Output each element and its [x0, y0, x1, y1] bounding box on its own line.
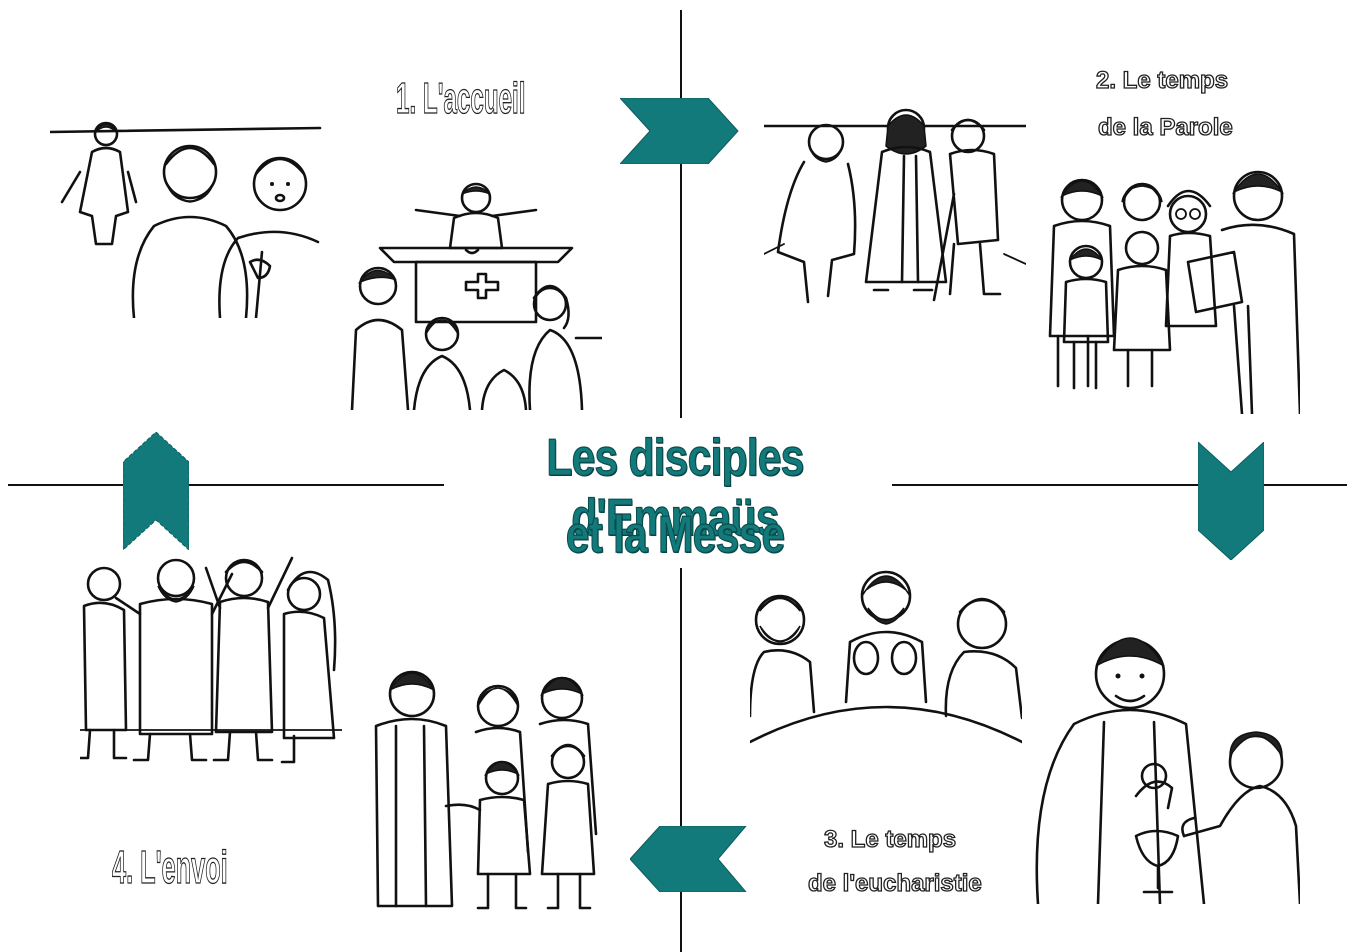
- divider-horizontal-right: [892, 484, 1347, 486]
- step-3-label-line-2: de l'eucharistie: [807, 869, 982, 897]
- communion-illustration: [1035, 637, 1300, 904]
- priest-altar-illustration: [350, 182, 602, 410]
- step-4-label: 4. L'envoi: [112, 840, 228, 893]
- step-2-label-line-1: 2. Le temps: [1095, 66, 1229, 94]
- disciples-rejoicing-illustration: [80, 556, 342, 764]
- arrow-up: [123, 432, 189, 550]
- title-line-2: et la Messe: [565, 505, 785, 564]
- step-2-label-line-2: de la Parole: [1097, 113, 1233, 141]
- step-1-label: 1. L'accueil: [396, 73, 526, 123]
- divider-vertical-top: [680, 10, 682, 418]
- step-3-label-line-1: 3. Le temps: [823, 825, 957, 853]
- arrow-down: [1198, 442, 1264, 560]
- disciples-road-illustration: [50, 121, 322, 318]
- priest-reading-illustration: [1048, 170, 1300, 414]
- arrow-right: [620, 98, 739, 164]
- divider-vertical-bottom: [680, 568, 682, 952]
- arrow-left: [630, 826, 747, 892]
- priest-greeting-family-illustration: [374, 670, 598, 910]
- title-line-1: Les disciples d'Emmaüs: [546, 428, 805, 547]
- divider-horizontal-left: [8, 484, 444, 486]
- three-disciples-walking-illustration: [764, 108, 1026, 304]
- breaking-bread-illustration: [750, 570, 1022, 744]
